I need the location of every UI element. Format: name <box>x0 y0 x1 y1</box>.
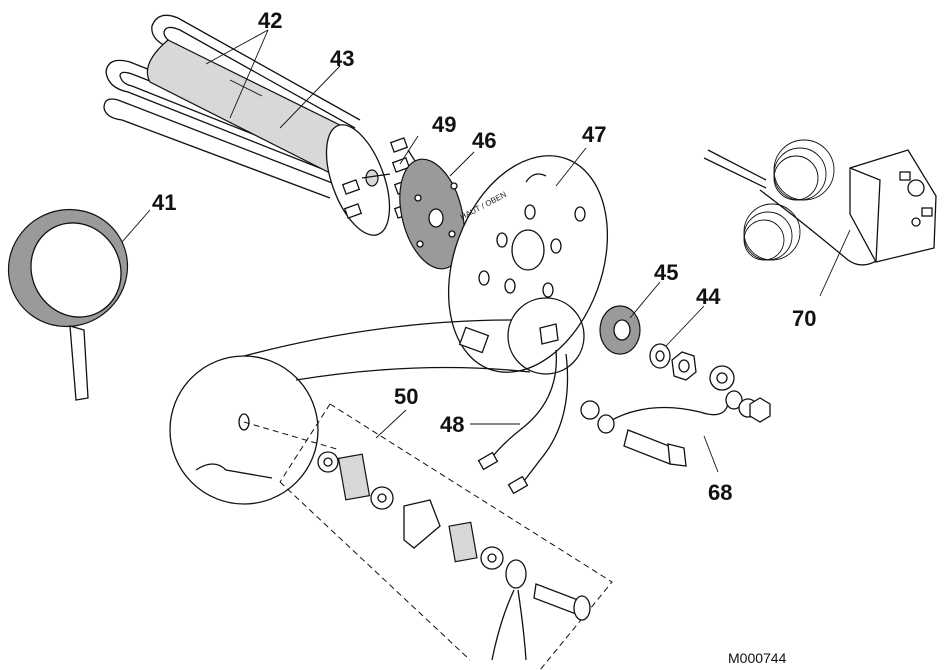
anode-rod <box>146 39 351 177</box>
plate-47: HAUT / OBEN <box>447 155 609 373</box>
callout-42: 42 <box>258 8 282 33</box>
callout-48: 48 <box>440 412 464 437</box>
bolt <box>623 429 687 467</box>
leader-lines <box>121 29 851 473</box>
wires-48 <box>477 349 569 495</box>
callout-46: 46 <box>472 128 496 153</box>
callout-68: 68 <box>708 480 732 505</box>
detail-hardware <box>317 451 591 661</box>
thermostat-70 <box>703 139 937 266</box>
reference-code: M000744 <box>728 650 787 666</box>
callout-47: 47 <box>582 122 606 147</box>
washer-44 <box>649 343 671 369</box>
callout-43: 43 <box>330 46 354 71</box>
detail-box-50 <box>243 403 613 670</box>
callout-45: 45 <box>654 260 678 285</box>
flange-head <box>325 124 481 247</box>
callout-50: 50 <box>394 384 418 409</box>
callout-44: 44 <box>696 284 721 309</box>
gasket-46 <box>399 158 465 270</box>
callout-70: 70 <box>792 306 816 331</box>
callout-41: 41 <box>152 190 176 215</box>
earth-lead-68 <box>580 390 771 434</box>
star-washer <box>709 365 735 391</box>
callout-49: 49 <box>432 112 456 137</box>
nut <box>671 351 697 381</box>
detail-magnifier <box>169 297 585 505</box>
ring-seal-41 <box>7 208 129 401</box>
